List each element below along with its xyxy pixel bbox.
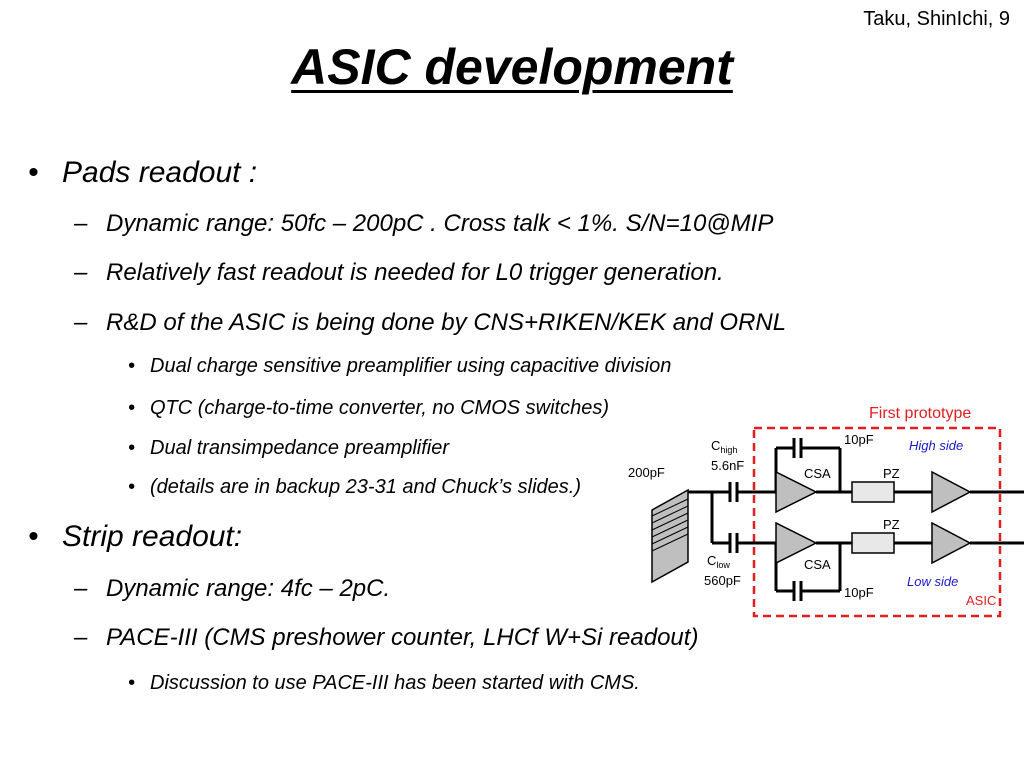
pz-block-low <box>851 532 895 554</box>
pads-item-fast-readout: Relatively fast readout is needed for L0… <box>106 259 724 286</box>
asic-boundary <box>752 426 1002 618</box>
csa-label-low: CSA <box>804 557 831 572</box>
pads-heading: Pads readout : <box>62 156 258 189</box>
feedback-capacitor-top <box>792 438 803 458</box>
sub-bullet-marker: • <box>128 437 136 459</box>
output-amplifier-low <box>931 521 972 565</box>
sub-bullet-marker: • <box>128 397 136 419</box>
high-side-label: High side <box>909 438 963 453</box>
strip-item-dynamic-range: Dynamic range: 4fc – 2pC. <box>106 575 391 602</box>
sub-bullet-marker: • <box>128 476 136 498</box>
strip-item-pace: PACE-III (CMS preshower counter, LHCf W+… <box>106 624 699 651</box>
pz-block-high <box>851 481 895 503</box>
c-low-label: Clow <box>707 553 730 570</box>
low-side-label: Low side <box>907 574 958 589</box>
dash-marker: – <box>74 309 88 336</box>
first-prototype-label: First prototype <box>869 405 971 422</box>
csa-label-high: CSA <box>804 466 831 481</box>
pads-subitem-details: (details are in backup 23-31 and Chuck’s… <box>150 476 581 498</box>
pz-label-low: PZ <box>883 517 900 532</box>
c-low-value: 560pF <box>704 573 741 588</box>
c-high-label: Chigh <box>711 438 737 455</box>
sub-bullet-marker: • <box>128 672 136 694</box>
bullet-marker: • <box>28 520 39 553</box>
csa-amplifier-low <box>775 521 818 565</box>
strip-subitem-discussion: Discussion to use PACE-III has been star… <box>150 672 640 694</box>
dash-marker: – <box>74 624 88 651</box>
pads-subitem-transimpedance: Dual transimpedance preamplifier <box>150 437 450 459</box>
feedback-capacitor-bottom <box>792 581 803 601</box>
asic-circuit-diagram: First prototype ASIC High side Low side … <box>620 398 1024 620</box>
strip-heading: Strip readout: <box>62 520 243 553</box>
output-amplifier-high <box>931 470 972 514</box>
detector-symbol <box>651 488 689 584</box>
csa-amplifier-high <box>775 470 818 514</box>
c-high-capacitor <box>728 482 739 502</box>
feedback-cap-bottom-label: 10pF <box>844 585 874 600</box>
pads-item-rnd: R&D of the ASIC is being done by CNS+RIK… <box>106 309 787 336</box>
dash-marker: – <box>74 210 88 237</box>
dash-marker: – <box>74 259 88 286</box>
author-page-label: Taku, ShinIchi, 9 <box>863 8 1010 30</box>
asic-label: ASIC <box>966 593 996 608</box>
c-low-capacitor <box>728 533 739 553</box>
pads-subitem-dual-csa: Dual charge sensitive preamplifier using… <box>150 355 672 377</box>
pz-label-high: PZ <box>883 466 900 481</box>
sub-bullet-marker: • <box>128 355 136 377</box>
pads-item-dynamic-range: Dynamic range: 50fc – 200pC . Cross talk… <box>106 210 774 237</box>
feedback-cap-top-label: 10pF <box>844 432 874 447</box>
pads-subitem-qtc: QTC (charge-to-time converter, no CMOS s… <box>150 397 610 419</box>
bullet-marker: • <box>28 156 39 189</box>
dash-marker: – <box>74 575 88 602</box>
slide-title: ASIC development <box>291 39 733 95</box>
c-high-value: 5.6nF <box>711 458 744 473</box>
detector-capacitance-label: 200pF <box>628 465 665 480</box>
